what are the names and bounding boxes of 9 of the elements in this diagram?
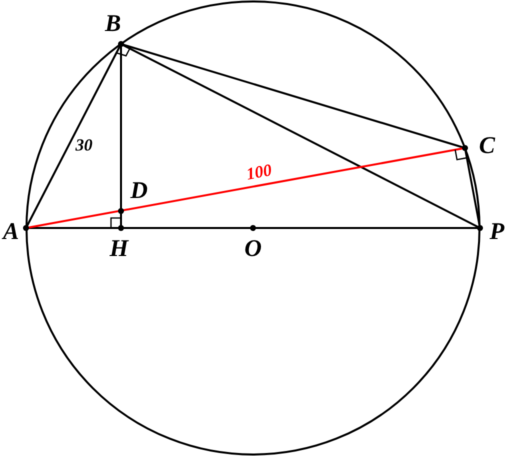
point-label: P (490, 220, 504, 244)
point-label: D (130, 179, 148, 203)
point-label: O (244, 237, 262, 261)
point-label: H (110, 237, 128, 261)
point-label: B (105, 12, 121, 36)
length-label: 100 (244, 161, 274, 183)
point-label: C (479, 134, 495, 158)
length-label: 30 (76, 136, 92, 154)
point-label: A (3, 220, 19, 244)
